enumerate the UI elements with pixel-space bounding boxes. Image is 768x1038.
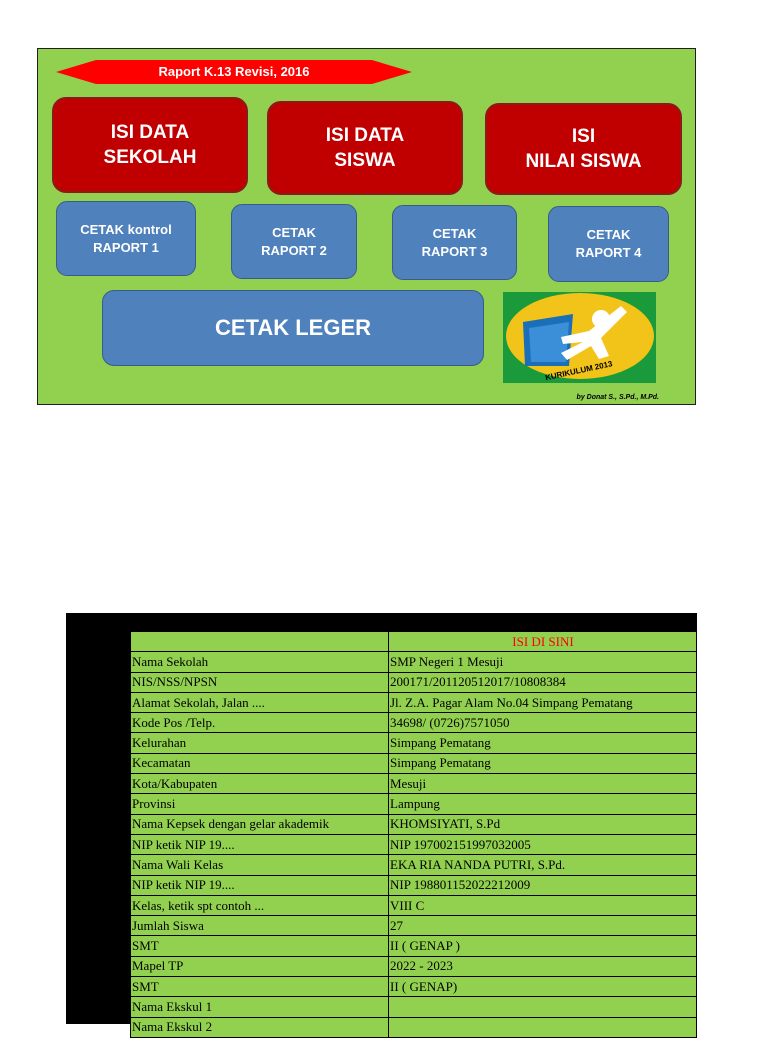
row-value-cell[interactable]: EKA RIA NANDA PUTRI, S.Pd. — [388, 854, 697, 876]
row-value-cell[interactable]: Lampung — [388, 793, 697, 815]
row-value-cell[interactable]: 27 — [388, 915, 697, 937]
row-value-cell[interactable] — [388, 996, 697, 1018]
row-label-cell: Kode Pos /Telp. — [130, 712, 389, 734]
row-value-cell[interactable]: 34698/ (0726)7571050 — [388, 712, 697, 734]
header-value-cell: ISI DI SINI — [388, 630, 697, 653]
row-value-cell[interactable]: Jl. Z.A. Pagar Alam No.04 Simpang Pemata… — [388, 691, 697, 714]
row-value-cell[interactable]: Mesuji — [388, 773, 697, 795]
isi-data-sekolah-button[interactable]: ISI DATA SEKOLAH — [52, 97, 248, 193]
table-row: NIP ketik NIP 19....NIP 1988011520222120… — [130, 874, 697, 896]
row-value-cell[interactable] — [388, 1016, 697, 1038]
row-label-cell: NIP ketik NIP 19.... — [130, 833, 389, 856]
table-row: Nama Ekskul 1 — [130, 996, 697, 1018]
row-value-cell[interactable]: Simpang Pematang — [388, 732, 697, 754]
row-label-cell: Nama Ekskul 1 — [130, 996, 389, 1018]
cetak-leger-button[interactable]: CETAK LEGER — [102, 290, 484, 366]
row-value-cell[interactable]: 2022 - 2023 — [388, 955, 697, 978]
cetak-raport-4-button[interactable]: CETAK RAPORT 4 — [548, 206, 669, 282]
row-value-cell[interactable]: II ( GENAP) — [388, 976, 697, 998]
row-value-cell[interactable]: SMP Negeri 1 Mesuji — [388, 651, 697, 673]
table-row: Kelas, ketik spt contoh ...VIII C — [130, 894, 697, 917]
row-label-cell: Kelurahan — [130, 732, 389, 754]
row-value-cell[interactable]: NIP 198801152022212009 — [388, 874, 697, 896]
row-label-cell: Nama Sekolah — [130, 651, 389, 673]
row-label-cell: Mapel TP — [130, 955, 389, 978]
table-row: Alamat Sekolah, Jalan ....Jl. Z.A. Pagar… — [130, 691, 697, 714]
row-label-cell: Provinsi — [130, 793, 389, 815]
table-header-row: ISI DI SINI — [130, 630, 697, 653]
title-banner: Raport K.13 Revisi, 2016 — [56, 59, 412, 85]
cetak-raport-2-button[interactable]: CETAK RAPORT 2 — [231, 204, 357, 279]
banner-arrow-shape — [56, 60, 412, 84]
row-label-cell: SMT — [130, 976, 389, 998]
row-value-cell[interactable]: NIP 197002151997032005 — [388, 833, 697, 856]
row-label-cell: Jumlah Siswa — [130, 915, 389, 937]
row-value-cell[interactable]: II ( GENAP ) — [388, 935, 697, 957]
kurikulum-logo-graphic: KURIKULUM 2013 — [506, 293, 654, 382]
row-label-cell: Nama Wali Kelas — [130, 854, 389, 876]
row-value-cell[interactable]: KHOMSIYATI, S.Pd — [388, 813, 697, 835]
kurikulum-2013-logo: KURIKULUM 2013 — [503, 292, 656, 383]
row-label-cell: NIP ketik NIP 19.... — [130, 874, 389, 896]
table-row: Nama Ekskul 2 — [130, 1016, 697, 1038]
isi-data-siswa-button[interactable]: ISI DATA SISWA — [267, 101, 463, 195]
table-row: Kode Pos /Telp.34698/ (0726)7571050 — [130, 712, 697, 734]
row-label-cell: Kecamatan — [130, 752, 389, 775]
row-label-cell: Alamat Sekolah, Jalan .... — [130, 691, 389, 714]
author-credit: by Donat S., S.Pd., M.Pd. — [576, 394, 659, 401]
row-label-cell: NIS/NSS/NPSN — [130, 671, 389, 693]
isi-nilai-siswa-button[interactable]: ISI NILAI SISWA — [485, 103, 682, 195]
row-label-cell: Nama Ekskul 2 — [130, 1016, 389, 1038]
row-value-cell[interactable]: VIII C — [388, 894, 697, 917]
row-value-cell[interactable]: 200171/201120512017/10808384 — [388, 671, 697, 693]
cetak-raport-3-button[interactable]: CETAK RAPORT 3 — [392, 205, 517, 280]
header-label-cell — [130, 630, 389, 653]
table-row: NIP ketik NIP 19....NIP 1970021519970320… — [130, 833, 697, 856]
row-value-cell[interactable]: Simpang Pematang — [388, 752, 697, 775]
row-label-cell: Kelas, ketik spt contoh ... — [130, 894, 389, 917]
menu-panel: Raport K.13 Revisi, 2016 ISI DATA SEKOLA… — [37, 48, 696, 405]
banner-title: Raport K.13 Revisi, 2016 — [158, 64, 310, 79]
row-label-cell: Kota/Kabupaten — [130, 773, 389, 795]
row-label-cell: Nama Kepsek dengan gelar akademik — [130, 813, 389, 835]
cetak-raport-1-button[interactable]: CETAK kontrol RAPORT 1 — [56, 201, 196, 276]
row-label-cell: SMT — [130, 935, 389, 957]
